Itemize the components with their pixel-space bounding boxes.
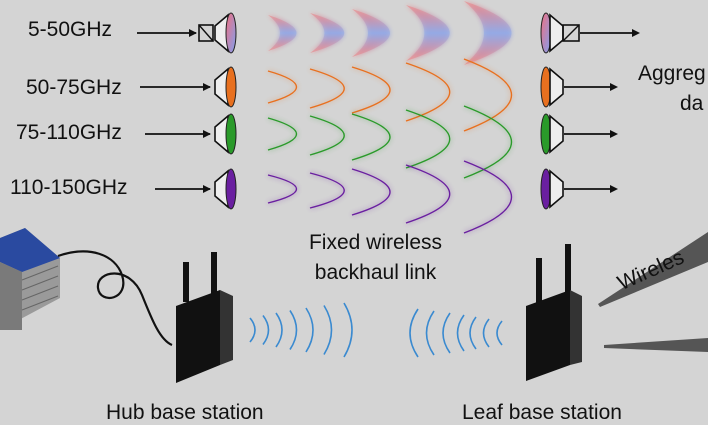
- input-arrow-1: [140, 83, 211, 91]
- backhaul-link-label: Fixed wireless backhaul link: [298, 228, 453, 288]
- output-arrow-3: [564, 185, 618, 193]
- backhaul-link-label-line2: backhaul link: [314, 261, 437, 284]
- leaf-radio-waves: [409, 308, 503, 358]
- wavefront-arcs-0: [268, 1, 512, 65]
- fiber-cable: [57, 250, 173, 347]
- receive-horn-icon-0: [540, 12, 580, 54]
- receive-horn-icon-1: [540, 66, 564, 108]
- hub-radio-waves: [249, 302, 353, 358]
- receive-horn-icon-2: [540, 113, 564, 155]
- band-label-75-110ghz: 75-110GHz: [16, 121, 122, 144]
- hub-base-station-icon: [176, 252, 233, 383]
- band-label-50-75ghz: 50-75GHz: [26, 76, 122, 99]
- leaf-station-label: Leaf base station: [462, 401, 622, 424]
- leaf-base-station-icon: [526, 244, 582, 381]
- output-arrow-0: [580, 29, 640, 37]
- wavefront-arcs-1: [267, 57, 514, 133]
- wireless-beam: [598, 232, 708, 352]
- aggregate-label-line1: Aggreg: [638, 62, 706, 85]
- transmit-horn-icon-0: [198, 12, 237, 54]
- wavefront-arcs-3: [267, 159, 514, 235]
- transmit-horn-icon-1: [214, 66, 237, 108]
- transmit-horn-icon-2: [214, 113, 237, 155]
- input-arrow-3: [155, 185, 211, 193]
- receive-horn-icon-3: [540, 168, 564, 210]
- band-label-110-150ghz: 110-150GHz: [10, 176, 128, 199]
- output-arrow-1: [564, 83, 618, 91]
- aggregate-label-line2: da: [680, 92, 704, 115]
- backhaul-link-label-line1: Fixed wireless: [308, 231, 443, 254]
- transmit-horn-icon-3: [214, 168, 237, 210]
- hub-station-label: Hub base station: [106, 401, 264, 424]
- server-icon: [0, 228, 60, 330]
- input-arrow-0: [137, 29, 197, 37]
- band-label-5-50ghz: 5-50GHz: [28, 18, 113, 41]
- input-arrow-2: [145, 130, 211, 138]
- output-arrow-2: [564, 130, 618, 138]
